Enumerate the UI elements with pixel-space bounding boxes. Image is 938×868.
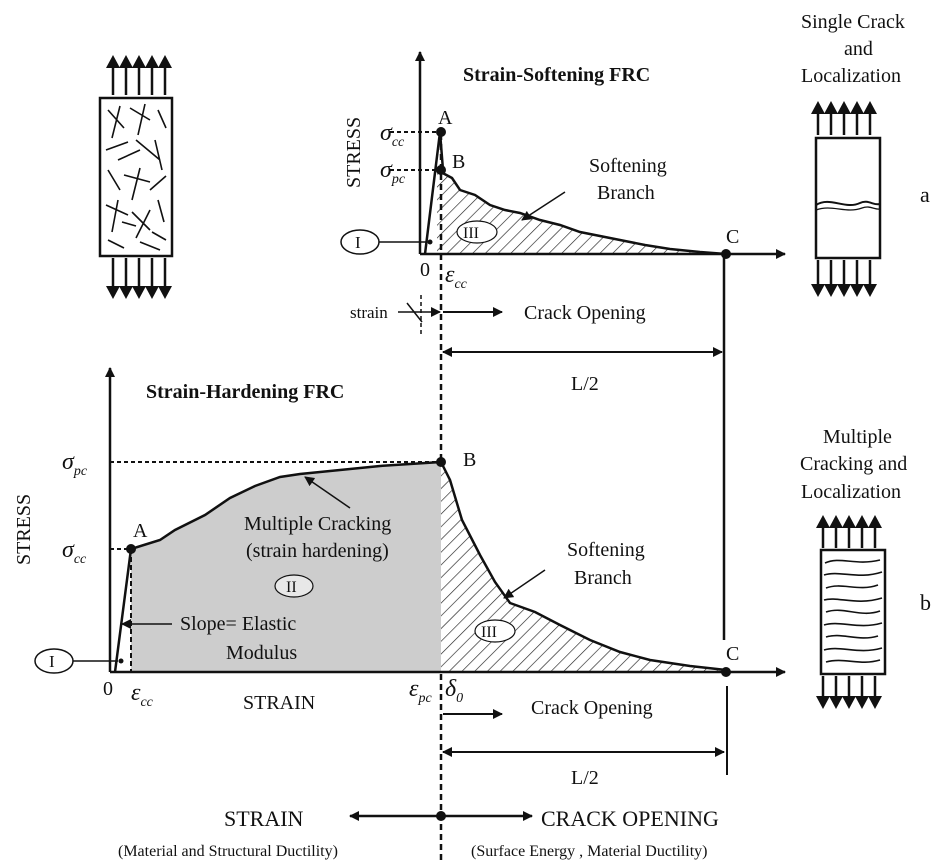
bottom-sigma-cc: σcc <box>62 537 87 567</box>
top-softening-line1: Softening <box>589 155 667 177</box>
footer: STRAIN (Material and Structural Ductilit… <box>118 806 719 860</box>
footer-strain: STRAIN <box>224 806 304 831</box>
bottom-eps-pc: εpc <box>409 676 432 706</box>
multi-crack-line3: Localization <box>801 481 901 503</box>
top-crack-opening: Crack Opening <box>524 302 646 324</box>
top-chart: Strain-Softening FRC STRESS A B C σcc σp… <box>340 51 786 862</box>
top-region-i: I <box>355 233 361 252</box>
bottom-hardening-curve <box>113 460 442 673</box>
top-strain-label: strain <box>350 303 388 322</box>
top-y-label: STRESS <box>343 117 365 188</box>
bottom-hardening-area <box>131 462 441 672</box>
top-l-half: L/2 <box>571 373 599 395</box>
footer-strain-note: (Material and Structural Ductility) <box>118 843 338 860</box>
top-point-c-marker <box>721 249 731 259</box>
top-point-a-label: A <box>438 107 453 129</box>
top-region-iii: III <box>463 225 479 242</box>
top-softening-curve <box>436 168 727 256</box>
bottom-point-a-marker <box>126 544 136 554</box>
specimen-single-crack: Single Crack and Localization a <box>801 11 930 297</box>
specimen-random-fibers <box>98 55 174 299</box>
footer-crack-note: (Surface Energy , Material Ductility) <box>471 843 708 860</box>
top-softening-area <box>437 170 726 254</box>
bottom-point-c-label: C <box>726 643 739 665</box>
bottom-y-label: STRESS <box>13 494 35 565</box>
bottom-chart: Strain-Hardening FRC STRESS σpc σcc A B … <box>13 367 786 789</box>
bottom-softening-area <box>441 462 726 672</box>
bottom-region-i: I <box>49 652 55 671</box>
single-crack-line1: Single Crack <box>801 11 905 33</box>
bottom-region-iii: III <box>481 624 497 641</box>
single-crack-line2: and <box>844 38 873 60</box>
bottom-point-b-label: B <box>463 449 476 471</box>
bottom-delta0: δ0 <box>445 676 463 706</box>
bottom-softening-line1: Softening <box>567 539 645 561</box>
top-sigma-cc: σcc <box>380 120 405 150</box>
bottom-region-ii: II <box>286 579 297 596</box>
top-sigma-pc: σpc <box>380 157 406 187</box>
bottom-sigma-pc: σpc <box>62 449 88 479</box>
footer-crack: CRACK OPENING <box>541 806 719 831</box>
multi-crack-line1: Multiple <box>823 426 892 448</box>
multiple-cracking-line2: (strain hardening) <box>246 540 389 562</box>
bottom-l-half: L/2 <box>571 767 599 789</box>
bottom-x-label: STRAIN <box>243 692 315 714</box>
bottom-point-a-label: A <box>133 520 148 542</box>
bottom-origin: 0 <box>103 678 113 700</box>
slope-label-line2: Modulus <box>226 642 297 664</box>
specimen-multiple-cracking: Multiple Cracking and Localization <box>800 426 931 709</box>
top-point-a-marker <box>436 127 446 137</box>
bottom-title: Strain-Hardening FRC <box>146 381 344 403</box>
bottom-softening-line2: Branch <box>574 567 632 589</box>
top-softening-line2: Branch <box>597 182 655 204</box>
top-eps-cc: εcc <box>445 262 468 292</box>
top-point-b-marker <box>436 165 446 175</box>
bottom-point-c-marker <box>721 667 731 677</box>
bottom-eps-cc: εcc <box>131 680 154 710</box>
multi-crack-line2: Cracking and <box>800 453 907 475</box>
label-a: a <box>920 182 930 207</box>
single-crack-line3: Localization <box>801 65 901 87</box>
slope-label-line1: Slope= Elastic <box>180 613 296 635</box>
multiple-cracking-line1: Multiple Cracking <box>244 513 391 535</box>
top-title: Strain-Softening FRC <box>463 64 650 86</box>
bottom-point-b-marker <box>436 457 446 467</box>
top-origin: 0 <box>420 259 430 281</box>
top-point-c-label: C <box>726 226 739 248</box>
top-point-b-label: B <box>452 151 465 173</box>
bottom-crack-opening: Crack Opening <box>531 697 653 719</box>
bottom-softening-curve <box>439 461 727 672</box>
label-b: b <box>920 590 931 615</box>
